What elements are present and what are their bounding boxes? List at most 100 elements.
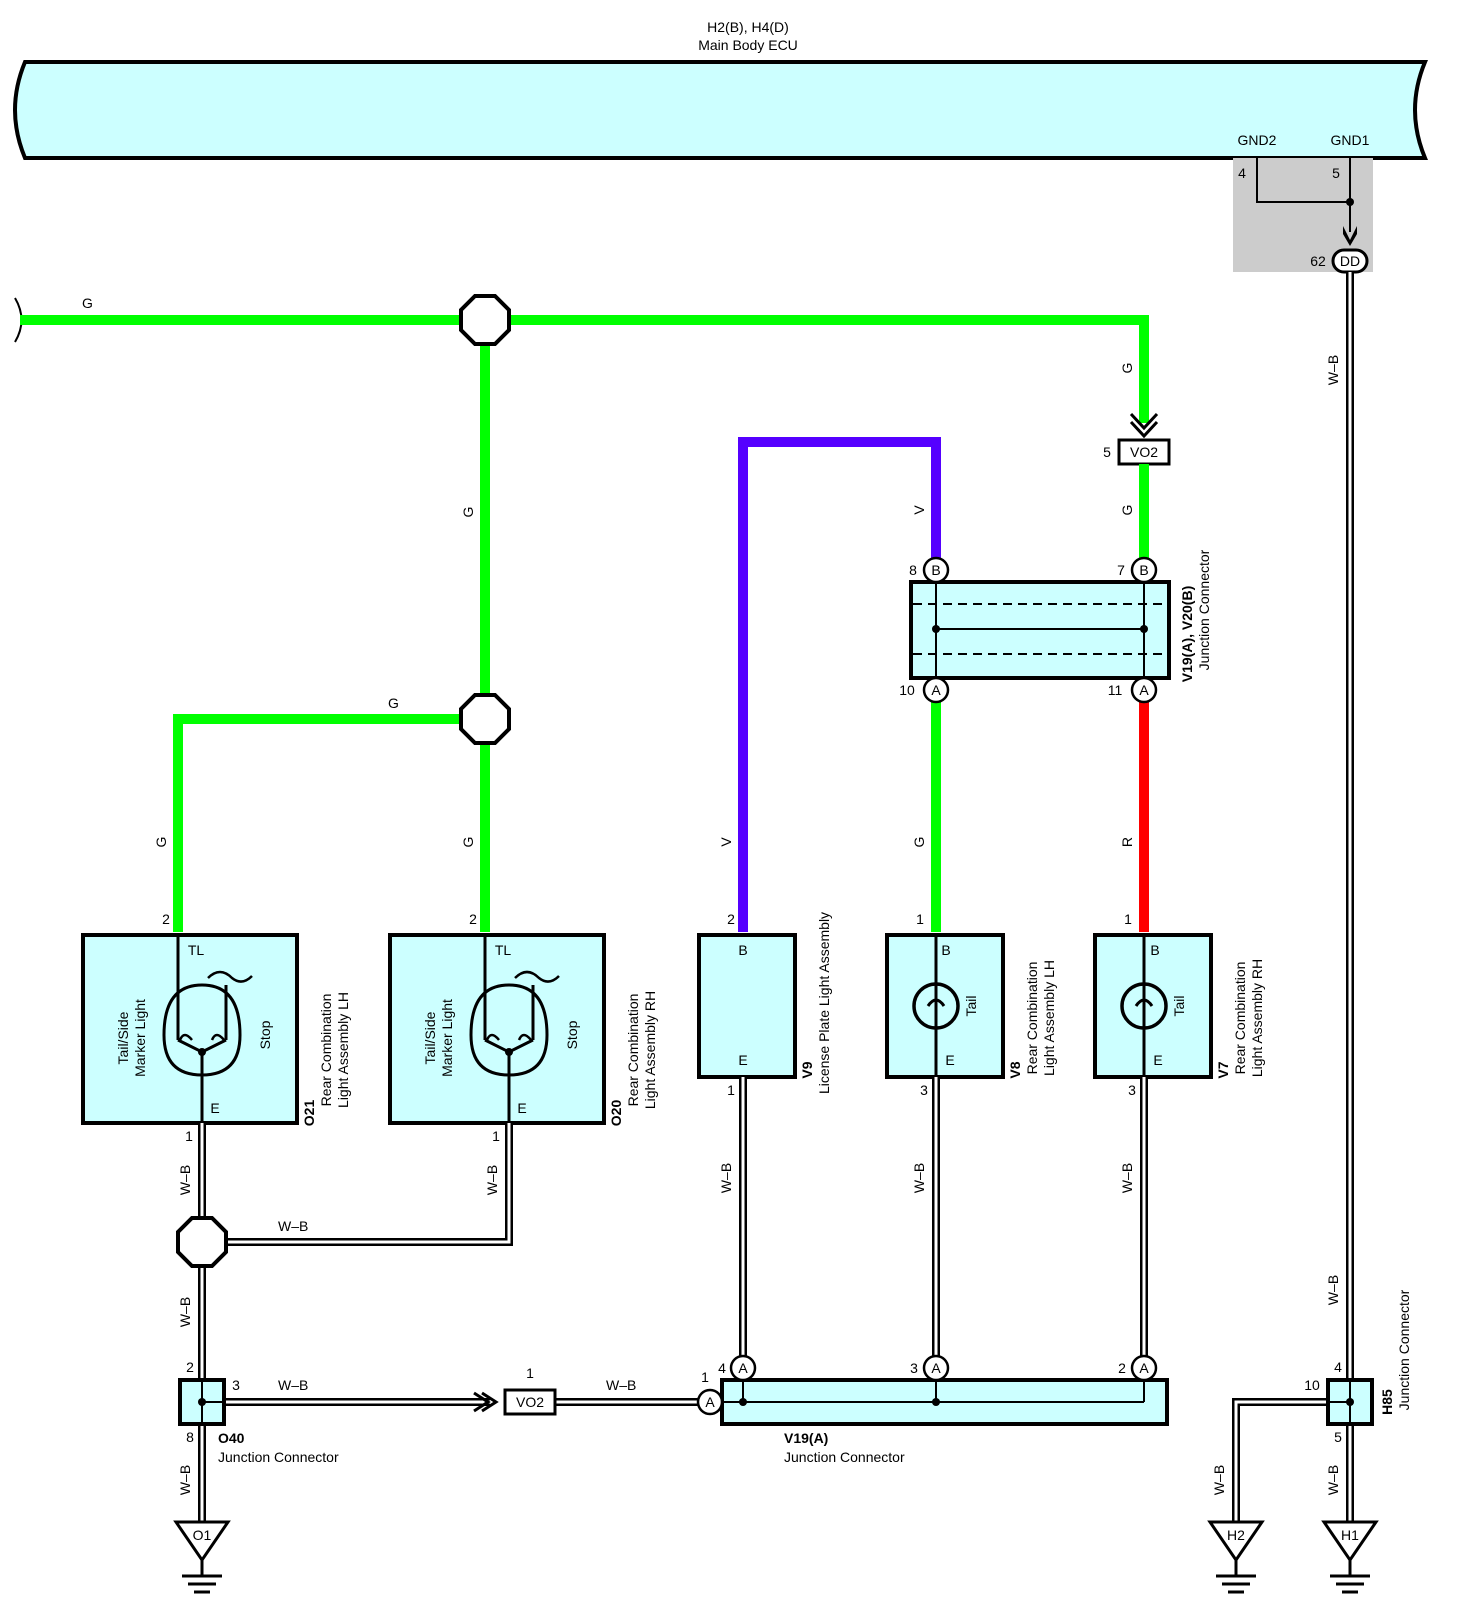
wire-g-label-v8: G xyxy=(911,837,927,848)
o21-e: E xyxy=(210,1100,219,1116)
o21-pin-2: 2 xyxy=(162,911,170,927)
wb-label-splice: W–B xyxy=(278,1218,308,1234)
v7-bulb xyxy=(1134,935,1154,1077)
v19-v20-dot-right xyxy=(1140,625,1148,633)
ground-h1-label: H1 xyxy=(1341,1527,1359,1543)
v19a-pin-3-num: 3 xyxy=(910,1360,918,1376)
v19a-pin-1 xyxy=(696,1388,724,1416)
wb-label-vo2-right: W–B xyxy=(606,1377,636,1393)
v8-bulb xyxy=(926,935,946,1077)
v19a-pin-4 xyxy=(729,1354,757,1382)
wb-label-v8: W–B xyxy=(911,1163,927,1193)
o21-stop: Stop xyxy=(257,1020,273,1049)
wire-g-label-top: G xyxy=(82,295,93,311)
v19-pin-11-num: 11 xyxy=(1108,682,1123,698)
vo2-bottom xyxy=(503,1388,557,1416)
wb-label-h2: W–B xyxy=(1211,1465,1227,1495)
wb-label-v9: W–B xyxy=(718,1163,734,1193)
o40-pin-2: 2 xyxy=(186,1359,194,1375)
vo2-bottom-code: VO2 xyxy=(516,1394,544,1410)
wire-g-label-trunk: G xyxy=(460,507,476,518)
v19-pin-11 xyxy=(1130,676,1158,704)
o20-name-1: Rear Combination xyxy=(625,994,641,1107)
v19a-pin-4-num: 4 xyxy=(718,1360,726,1376)
v20-pin-8-letter: B xyxy=(931,562,940,578)
v8-bulb-ring xyxy=(912,982,960,1030)
h85-code: H85 xyxy=(1379,1389,1395,1415)
ecu-code: H2(B), H4(D) xyxy=(707,19,789,35)
h85-pin-10: 10 xyxy=(1304,1377,1320,1393)
vo2-top-arrow xyxy=(1129,412,1159,439)
v9-code: V9 xyxy=(799,1061,815,1078)
o20-filament xyxy=(485,970,560,1041)
v7-name-1: Rear Combination xyxy=(1232,962,1248,1075)
v19a-pin-2-num: 2 xyxy=(1118,1360,1126,1376)
splice-top xyxy=(459,294,511,346)
v8-name-2: Light Assembly LH xyxy=(1041,960,1057,1076)
o21-bulb-label-1: Tail/Side xyxy=(115,1011,131,1064)
wire-green-o21 xyxy=(173,714,485,932)
o21-tl: TL xyxy=(188,942,205,958)
o21-name-2: Light Assembly LH xyxy=(335,992,351,1108)
vo2-bottom-arrow xyxy=(473,1391,499,1413)
v19a-pin-3-letter: A xyxy=(931,1360,941,1376)
o20-tl: TL xyxy=(495,942,512,958)
o40-pin-3: 3 xyxy=(232,1377,240,1393)
wb-label-o40-top: W–B xyxy=(177,1297,193,1327)
wire-v-label-bottom: V xyxy=(718,837,734,847)
wire-g-label-vo2: G xyxy=(1119,505,1135,516)
wire-v-label-top: V xyxy=(911,505,927,515)
v19a-pin-2-letter: A xyxy=(1139,1360,1149,1376)
o20-bulb-dot xyxy=(505,1048,513,1056)
v9-b: B xyxy=(738,942,747,958)
wb-label-o40-right: W–B xyxy=(278,1377,308,1393)
v19a-name: Junction Connector xyxy=(784,1449,905,1465)
v20-pin-8-num: 8 xyxy=(909,562,917,578)
o20-pin-2: 2 xyxy=(469,911,477,927)
v7-rear-combination-rh xyxy=(1093,933,1213,1079)
v19a-code: V19(A) xyxy=(784,1430,828,1446)
v9-pin-1: 1 xyxy=(727,1082,735,1098)
wb-wiring xyxy=(198,272,1354,1522)
v8-pin-1: 1 xyxy=(916,911,924,927)
o40-code: O40 xyxy=(218,1430,245,1446)
o20-e: E xyxy=(517,1100,526,1116)
v7-bulb-ring xyxy=(1120,982,1168,1030)
dd-pin: 62 xyxy=(1310,253,1326,269)
wb-label-h85-top: W–B xyxy=(1325,1275,1341,1305)
wb-label-o21: W–B xyxy=(177,1165,193,1195)
v8-name-1: Rear Combination xyxy=(1024,962,1040,1075)
ecu-name: Main Body ECU xyxy=(698,37,798,53)
v8-rear-combination-lh xyxy=(885,933,1005,1079)
v20-pin-7 xyxy=(1130,556,1158,584)
o21-filament xyxy=(178,970,253,1041)
o20-bulb-label-1: Tail/Side xyxy=(422,1011,438,1064)
h85-bus xyxy=(1328,1380,1351,1424)
v20-pin-7-letter: B xyxy=(1139,562,1148,578)
v8-b: B xyxy=(941,942,950,958)
v8-tail: Tail xyxy=(963,995,979,1016)
ecu-pin-5: 5 xyxy=(1332,165,1340,181)
wire-g-label-right: G xyxy=(1119,363,1135,374)
o20-rear-combination-rh xyxy=(388,933,606,1125)
v7-tail: Tail xyxy=(1171,995,1187,1016)
o21-code: O21 xyxy=(301,1100,317,1127)
v9-pin-2: 2 xyxy=(727,911,735,927)
o40-pin-8: 8 xyxy=(186,1429,194,1445)
ecu-ground-jumper xyxy=(1256,158,1351,232)
ground-h1 xyxy=(1321,1520,1379,1594)
main-body-ecu xyxy=(13,60,1428,160)
ground-h2-label: H2 xyxy=(1227,1527,1245,1543)
v19-v20-dot-left xyxy=(932,625,940,633)
v7-pin-3: 3 xyxy=(1128,1082,1136,1098)
wire-g-label-branch: G xyxy=(388,695,399,711)
v9-e: E xyxy=(738,1052,747,1068)
v19-v20-dashes xyxy=(913,603,1167,655)
splice-mid xyxy=(459,693,511,745)
o21-name-1: Rear Combination xyxy=(318,994,334,1107)
v19-pin-10-letter: A xyxy=(931,682,941,698)
dd-arrow xyxy=(1343,226,1357,246)
v7-code: V7 xyxy=(1215,1061,1231,1078)
v9-name: License Plate Light Assembly xyxy=(816,912,832,1094)
v19-v20-name: Junction Connector xyxy=(1196,549,1212,670)
